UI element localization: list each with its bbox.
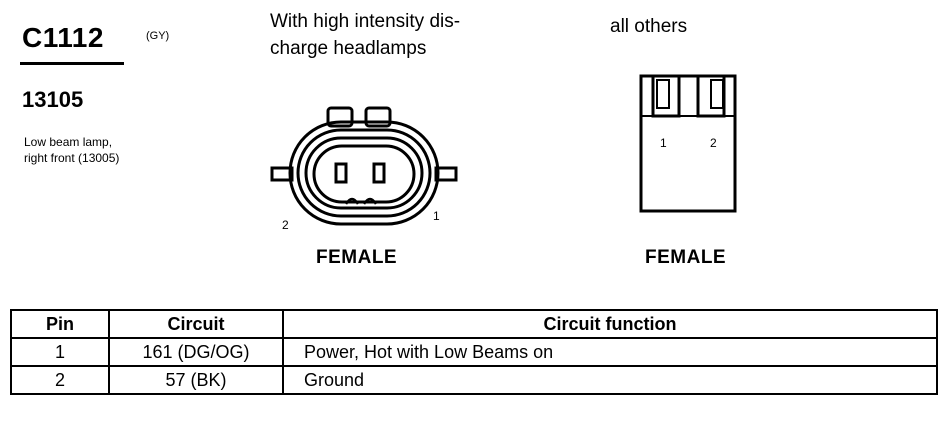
- header-circuit: Circuit: [108, 309, 284, 339]
- connector-color-code: (GY): [146, 30, 170, 42]
- hid-pin-label-left: 2: [282, 218, 289, 232]
- description-line-2: right front (13005): [24, 151, 120, 165]
- row-pin: 2: [10, 365, 110, 395]
- pin-table-header: Pin Circuit Circuit function: [10, 309, 938, 339]
- hid-gender-label: FEMALE: [316, 247, 398, 268]
- row-pin: 1: [10, 337, 110, 367]
- connector-id: C1112: [22, 22, 104, 53]
- pin-table: Pin Circuit Circuit function 1 161 (DG/O…: [10, 309, 938, 395]
- table-row: 2 57 (BK) Ground: [10, 365, 938, 395]
- row-function: Power, Hot with Low Beams on: [282, 337, 938, 367]
- hid-title-line-1: With high intensity dis-: [270, 11, 461, 32]
- other-pin-label-left: 1: [660, 136, 667, 150]
- description-line-1: Low beam lamp,: [24, 135, 113, 149]
- other-pin-label-right: 2: [710, 136, 717, 150]
- header-pin: Pin: [10, 309, 110, 339]
- row-circuit: 57 (BK): [108, 365, 284, 395]
- row-circuit: 161 (DG/OG): [108, 337, 284, 367]
- table-row: 1 161 (DG/OG) Power, Hot with Low Beams …: [10, 337, 938, 367]
- connector-description: Low beam lamp, right front (13005): [24, 134, 119, 166]
- hid-pin-label-right: 1: [433, 209, 440, 223]
- other-gender-label: FEMALE: [645, 247, 727, 268]
- header-circuit-function: Circuit function: [282, 309, 938, 339]
- row-function: Ground: [282, 365, 938, 395]
- connector-diagrams: 2 1 1 2: [270, 74, 737, 232]
- hid-connector-face: [270, 106, 458, 226]
- other-connector-face: [639, 74, 737, 213]
- hid-variant-title: With high intensity dis- charge headlamp…: [270, 8, 460, 62]
- connector-id-underline: [20, 62, 124, 65]
- part-number: 13105: [22, 87, 84, 112]
- hid-title-line-2: charge headlamps: [270, 38, 427, 59]
- other-variant-title: all others: [610, 16, 688, 37]
